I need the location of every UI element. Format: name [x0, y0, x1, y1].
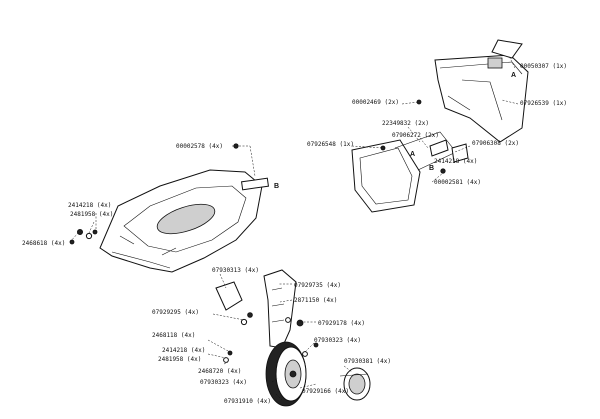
part-label-2871150: 2871150 (4x)	[294, 297, 337, 304]
wheel	[265, 341, 307, 407]
part-label-07929166: 07929166 (4x)	[302, 388, 349, 395]
part-label-07929735: 07929735 (4x)	[294, 282, 341, 289]
part-label-2481958-deck: 2481958 (4x)	[70, 211, 113, 218]
part-label-2481958-wheel: 2481958 (4x)	[158, 356, 201, 363]
bag-tag-label	[491, 39, 523, 59]
part-label-07929178: 07929178 (4x)	[318, 320, 365, 327]
part-label-07930381: 07930381 (4x)	[344, 358, 391, 365]
part-label-00002581: 00002581 (4x)	[434, 179, 481, 186]
mower-deck	[99, 169, 269, 273]
hub-cap	[339, 367, 371, 401]
part-label-07930313: 07930313 (4x)	[212, 267, 259, 274]
part-label-07929295: 07929295 (4x)	[152, 309, 199, 316]
part-label-07926548: 07926548 (1x)	[307, 141, 354, 148]
marker-a: A	[410, 151, 415, 158]
grass-catcher-bag	[434, 54, 529, 143]
part-label-2468720: 2468720 (4x)	[198, 368, 241, 375]
part-label-2414218-frame: 2414218 (4x)	[434, 158, 477, 165]
part-label-07930323-top: 07930323 (4x)	[314, 337, 361, 344]
marker-b: B	[274, 183, 279, 190]
part-label-00002469: 00002469 (2x)	[352, 99, 399, 106]
part-label-07931910: 07931910 (4x)	[224, 398, 271, 405]
marker-a-top: A	[511, 72, 516, 79]
leader-lines	[69, 57, 519, 401]
axle-bracket	[215, 281, 243, 311]
part-label-2468118: 2468118 (4x)	[152, 332, 195, 339]
marker-b-frame: B	[429, 165, 434, 172]
bag-clips	[380, 99, 469, 174]
part-label-00002578: 00002578 (4x)	[176, 143, 223, 150]
part-label-22349832: 22349832 (2x)	[382, 120, 429, 127]
part-label-2468618: 2468618 (4x)	[22, 240, 65, 247]
part-label-2414218-wheel: 2414218 (4x)	[162, 347, 205, 354]
part-label-07906308: 07906308 (2x)	[472, 140, 519, 147]
part-label-00050307: 00050307 (1x)	[520, 63, 567, 70]
part-label-07926539: 07926539 (1x)	[520, 100, 567, 107]
part-label-2414218-deck: 2414218 (4x)	[68, 202, 111, 209]
bag-frame	[351, 131, 457, 213]
height-adjust-lever	[263, 269, 297, 349]
part-label-07930323-bottom: 07930323 (4x)	[200, 379, 247, 386]
part-label-07906272: 07906272 (2x)	[392, 132, 439, 139]
